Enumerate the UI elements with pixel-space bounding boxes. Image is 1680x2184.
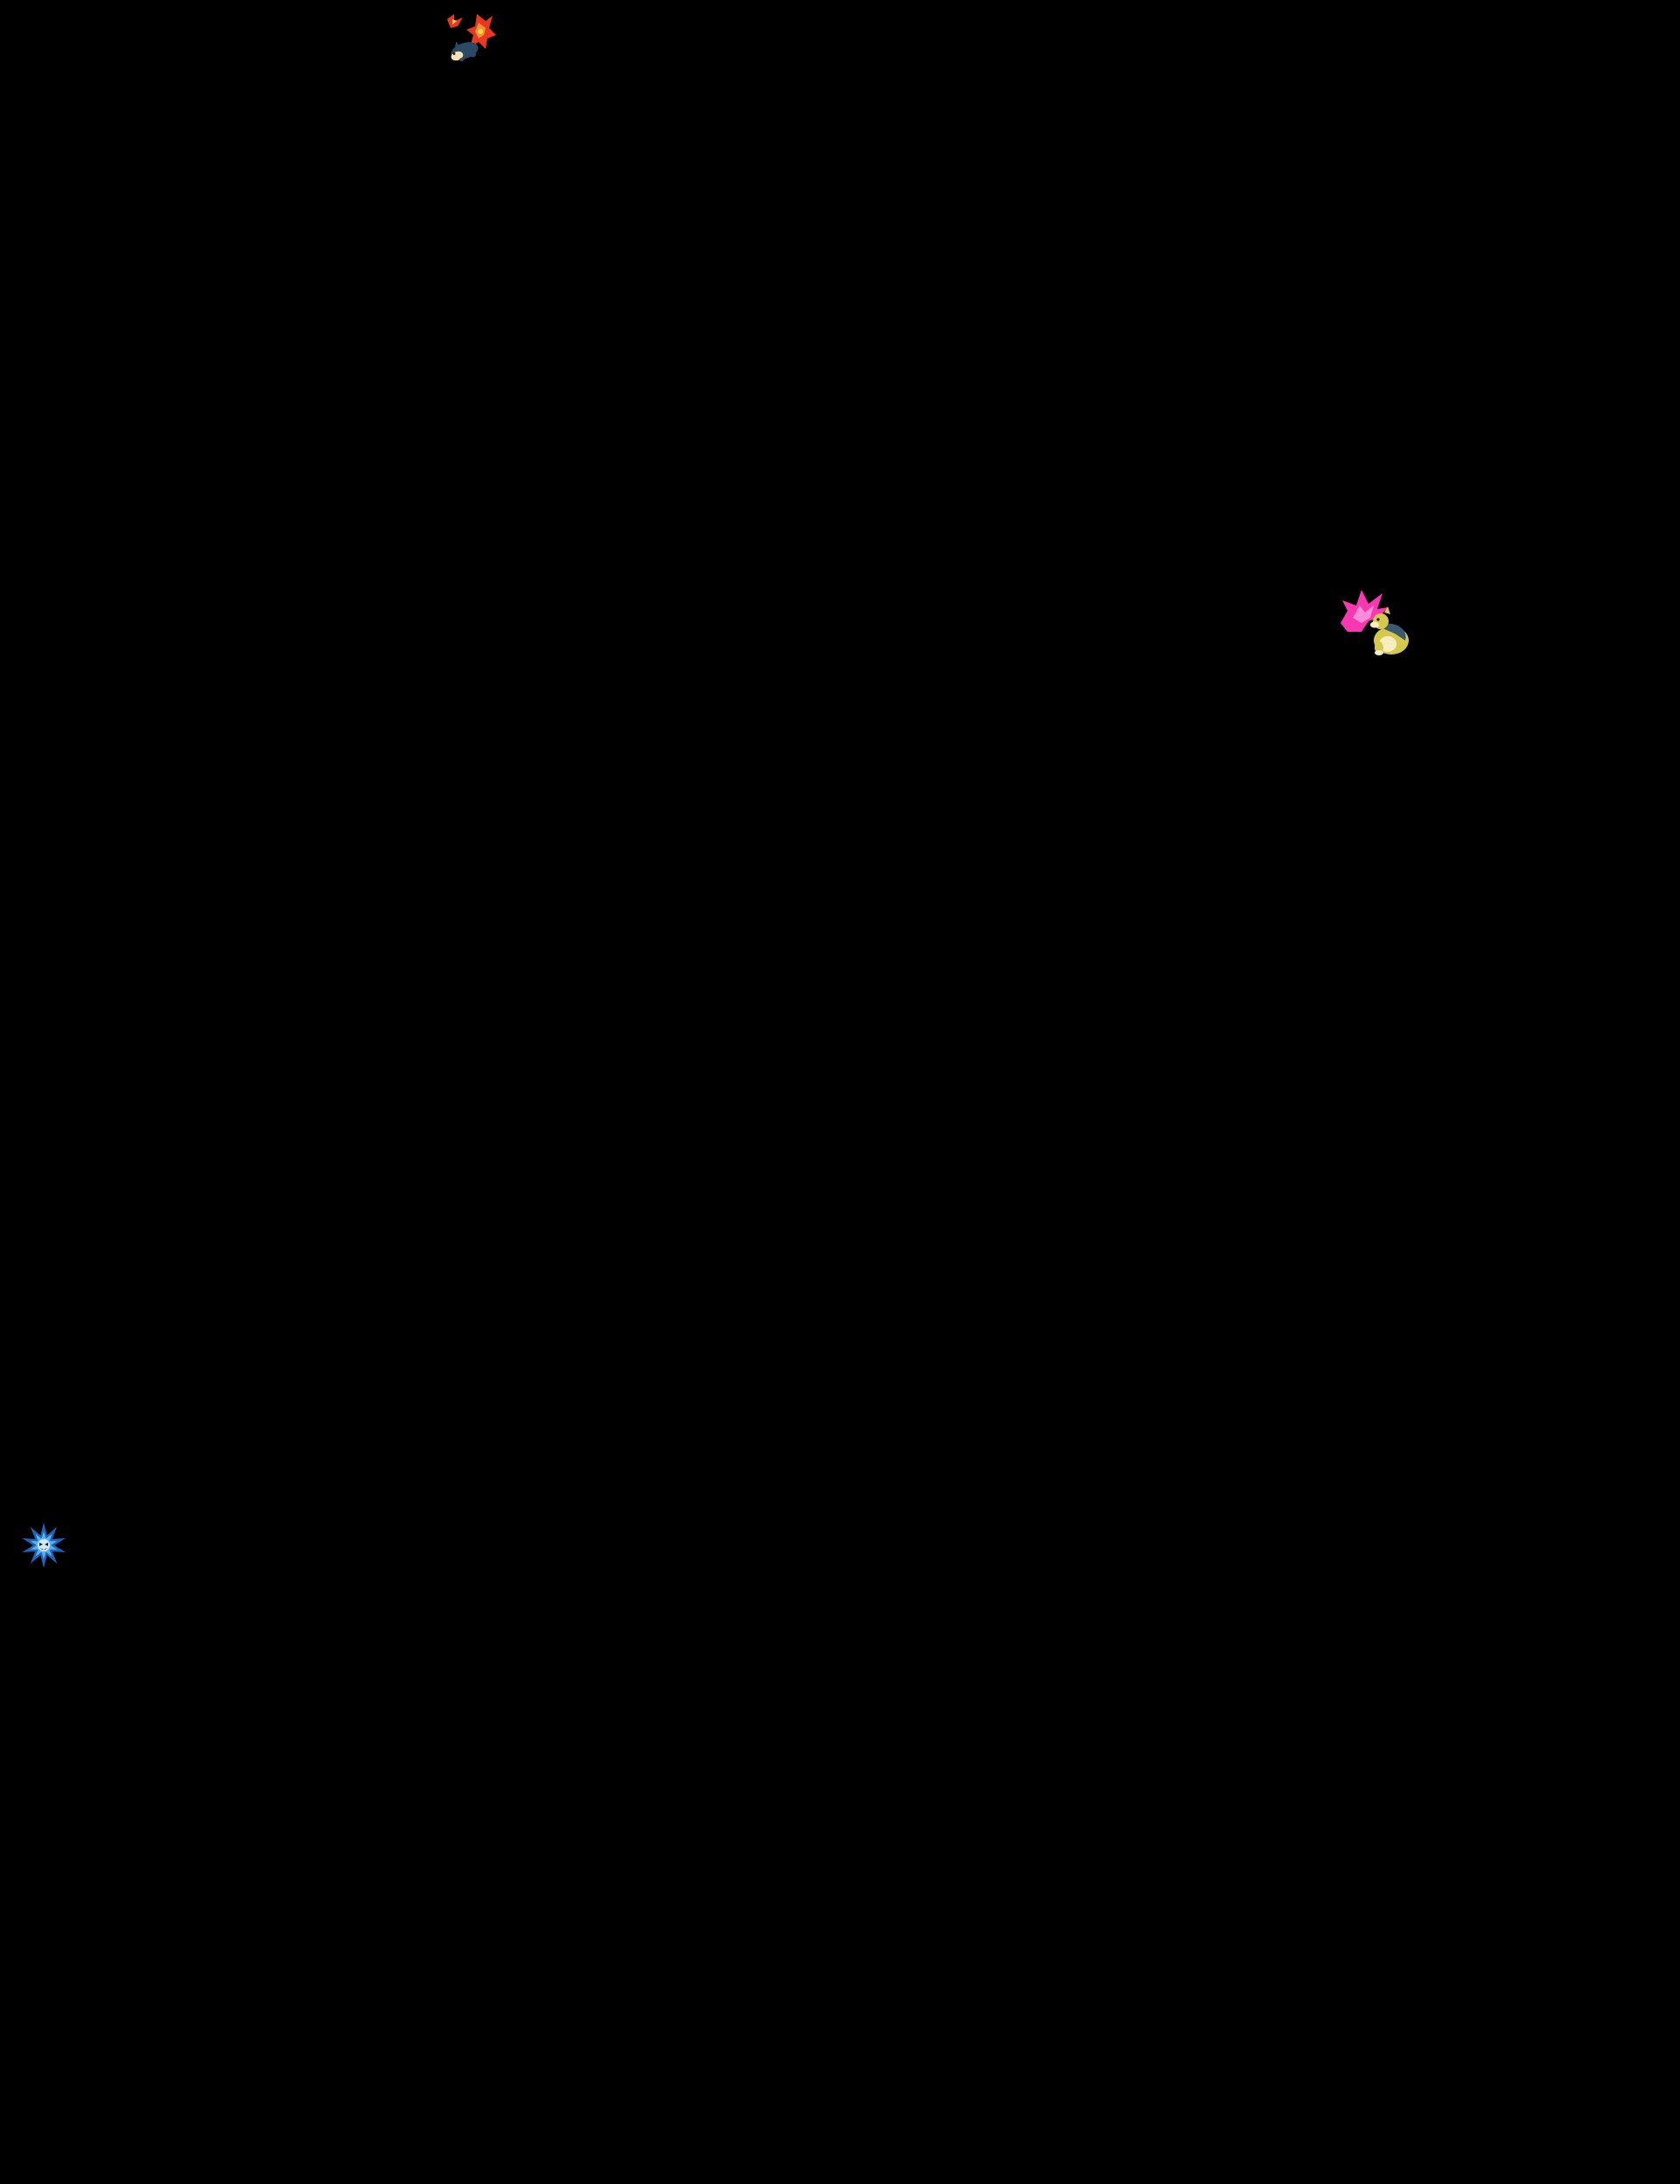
blue-spiky-sprite-icon xyxy=(22,1522,66,1568)
pink-flame-icon xyxy=(1340,590,1388,632)
pink-flame-sprite-icon xyxy=(1340,590,1409,655)
quilava-fire-sprite xyxy=(442,12,496,70)
pink-flame-pokemon-sprite xyxy=(1337,588,1414,660)
quilava-sprite-icon xyxy=(447,14,496,62)
blue-spiky-pokemon-sprite xyxy=(21,1521,66,1572)
